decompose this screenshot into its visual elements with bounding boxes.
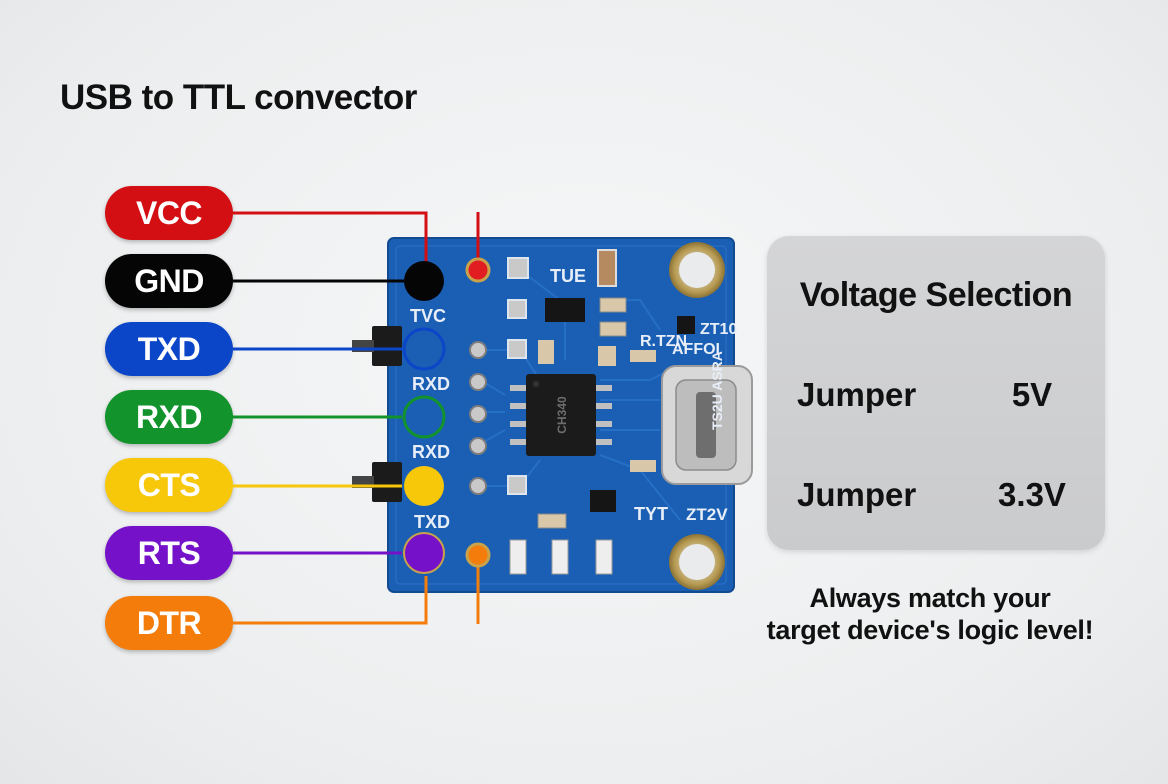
pin-label-rts: RTS: [105, 526, 233, 580]
svg-text:ZT10: ZT10: [700, 321, 737, 338]
note-line-1: Always match your: [809, 583, 1051, 613]
svg-text:CH340: CH340: [555, 396, 569, 434]
voltage-selection-title: Voltage Selection: [799, 276, 1073, 314]
dtr-pad: [465, 542, 491, 568]
svg-text:RXD: RXD: [412, 442, 450, 462]
logic-level-note: Always match your target device's logic …: [740, 582, 1120, 646]
svg-text:R.TZN: R.TZN: [640, 333, 687, 350]
smd-components: [509, 249, 695, 575]
svg-text:TS2U ASRA: TS2U ASRA: [709, 351, 725, 430]
wire-rxd: [233, 395, 446, 439]
voltage-selection-panel: Voltage Selection Jumper 5V Jumper 3.3V: [767, 236, 1105, 550]
mounting-hole-top-right: [669, 242, 725, 298]
pin-label-txd: TXD: [105, 322, 233, 376]
pin-label-cts: CTS: [105, 458, 233, 512]
wire-rts: [233, 532, 445, 574]
pin-label-dtr: DTR: [105, 596, 233, 650]
jumper-label: Jumper: [797, 476, 917, 513]
wire-cts: [233, 466, 444, 506]
svg-text:TVC: TVC: [410, 306, 446, 326]
usb-c-port: [661, 365, 753, 485]
vcc-pad: [465, 257, 491, 283]
pin-label-rxd: RXD: [105, 390, 233, 444]
page-title: USB to TTL convector: [60, 78, 417, 117]
pad-column: [469, 341, 487, 495]
main-ic-chip: CH340: [510, 374, 612, 456]
wire-gnd: [233, 261, 444, 301]
wire-dtr: [233, 562, 480, 625]
svg-text:ZT2V: ZT2V: [686, 505, 728, 524]
wire-txd: [233, 327, 446, 371]
svg-text:TUE: TUE: [550, 266, 586, 286]
note-line-2: target device's logic level!: [766, 615, 1094, 645]
svg-text:TYT: TYT: [634, 504, 668, 524]
mounting-hole-bottom-right: [669, 534, 725, 590]
silkscreen-labels: TVC RXD RXD TXD TUE R.TZN AFFOI TS2U ASR…: [410, 266, 737, 532]
pin-label-gnd: GND: [105, 254, 233, 308]
svg-text:TXD: TXD: [414, 512, 450, 532]
svg-text:RXD: RXD: [412, 374, 450, 394]
jumper-value: 5V: [1011, 376, 1053, 413]
jumper-label: Jumper: [797, 376, 917, 413]
square-pads: [507, 257, 529, 495]
pin-label-vcc: VCC: [105, 186, 233, 240]
svg-text:AFFOI: AFFOI: [672, 341, 720, 358]
jumper-value: 3.3V: [998, 476, 1066, 513]
wire-vcc: [233, 211, 480, 262]
